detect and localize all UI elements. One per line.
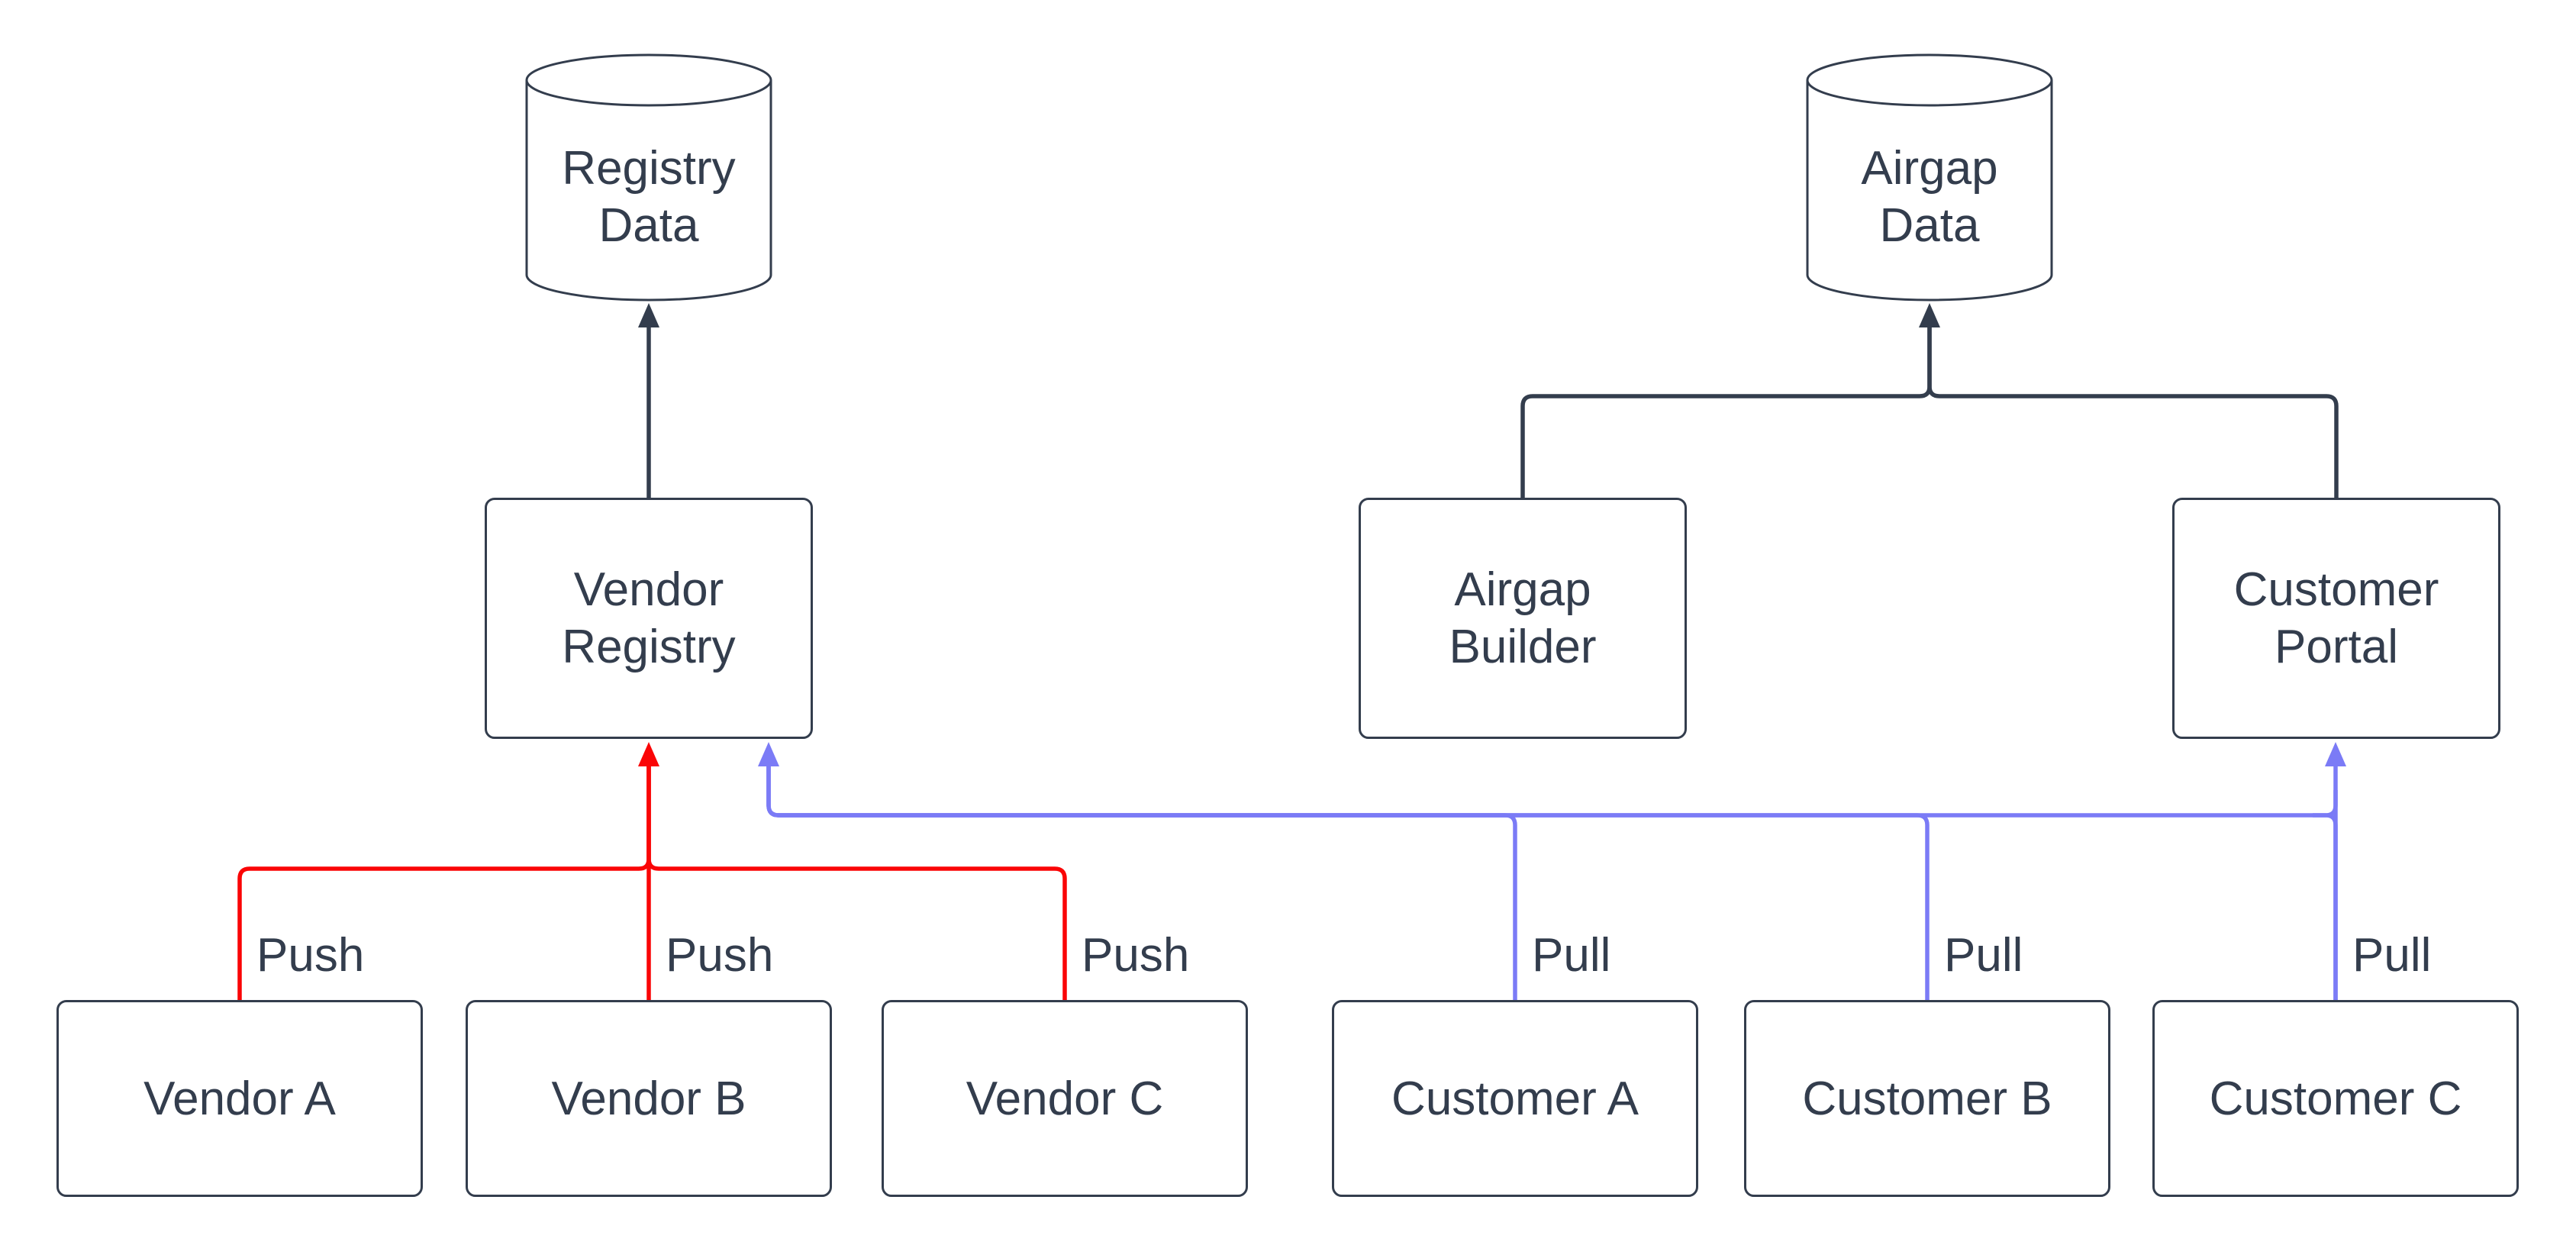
- airgap-data-label: Airgap Data: [1861, 142, 1998, 252]
- edge-label-push-vendor-b: Push: [666, 929, 774, 982]
- edge-fillet-bar-to-customer-portal: [2313, 790, 2338, 818]
- arrowhead-into-registry-data: [638, 303, 659, 327]
- edge-label-pull-customer-c: Pull: [2352, 929, 2432, 982]
- vendor-b-node: Vendor B: [466, 1000, 832, 1197]
- edge-label-pull-customer-b: Pull: [1944, 929, 2023, 982]
- customer-b-label: Customer B: [1802, 1072, 2052, 1125]
- registry-data-cylinder: [525, 53, 772, 302]
- vendor-a-label: Vendor A: [143, 1072, 336, 1125]
- edge-label-push-vendor-c: Push: [1082, 929, 1190, 982]
- customer-c-node: Customer C: [2152, 1000, 2519, 1197]
- customer-portal-label: Customer Portal: [2233, 563, 2439, 673]
- registry-data-cylinder-top: [525, 53, 772, 107]
- customer-b-node: Customer B: [1744, 1000, 2110, 1197]
- edge-label-push-vendor-a: Push: [256, 929, 365, 982]
- vendor-b-label: Vendor B: [551, 1072, 746, 1125]
- edge-customer-b-to-vendor-registry: [766, 756, 1930, 1000]
- edge-airgap-builder-to-airgap-data: [1520, 321, 1932, 498]
- airgap-builder-node: Airgap Builder: [1359, 498, 1687, 739]
- airgap-data-cylinder-top: [1806, 53, 2053, 107]
- arrowhead-blue-into-customer-portal: [2325, 742, 2346, 766]
- airgap-data-cylinder: [1806, 53, 2053, 302]
- registry-data-label: Registry Data: [562, 142, 736, 252]
- vendor-c-node: Vendor C: [882, 1000, 1248, 1197]
- vendor-c-label: Vendor C: [966, 1072, 1164, 1125]
- edge-vendor-c-to-vendor-registry: [646, 756, 1067, 1000]
- arrowhead-into-airgap-data: [1919, 303, 1940, 327]
- customer-a-label: Customer A: [1391, 1072, 1639, 1125]
- vendor-registry-node: Vendor Registry: [485, 498, 813, 739]
- customer-portal-node: Customer Portal: [2172, 498, 2500, 739]
- customer-c-label: Customer C: [2209, 1072, 2462, 1125]
- arrowhead-blue-into-vendor-registry: [758, 742, 779, 766]
- arrowhead-red-into-vendor-registry: [638, 742, 659, 766]
- customer-a-node: Customer A: [1332, 1000, 1698, 1197]
- registry-data-cylinder-body: [525, 80, 772, 302]
- edge-customer-portal-to-airgap-data: [1927, 321, 2339, 498]
- airgap-data-cylinder-body: [1806, 80, 2053, 302]
- edge-label-pull-customer-a: Pull: [1532, 929, 1611, 982]
- vendor-a-node: Vendor A: [56, 1000, 423, 1197]
- vendor-registry-label: Vendor Registry: [562, 563, 736, 673]
- airgap-builder-label: Airgap Builder: [1449, 563, 1597, 673]
